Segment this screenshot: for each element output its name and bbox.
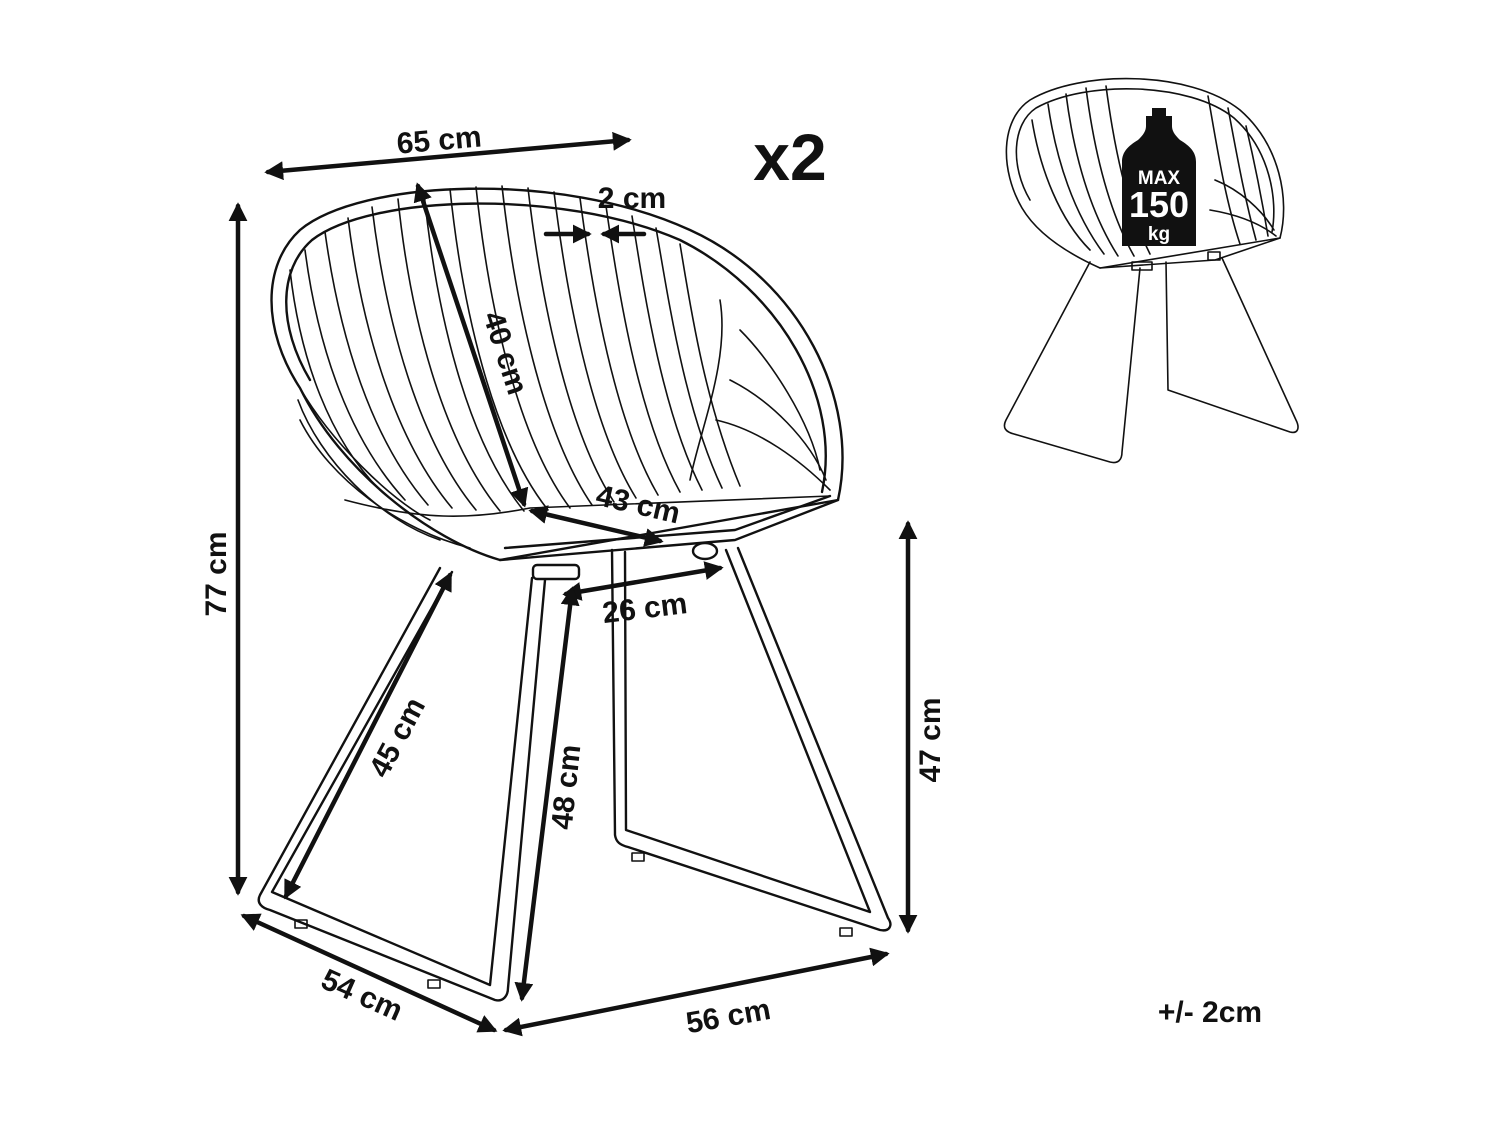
label-seat-depth: 43 cm <box>593 479 683 530</box>
label-total-height: 77 cm <box>200 531 233 616</box>
label-frame-thickness: 2 cm <box>598 182 666 215</box>
arrow-leg-back <box>514 586 580 1002</box>
label-width-top: 65 cm <box>395 120 483 160</box>
weight-icon: MAX 150 kg <box>1122 108 1196 246</box>
arrow-back-height <box>413 182 529 508</box>
arrow-width-top <box>264 131 632 181</box>
tolerance-label: +/- 2cm <box>1158 996 1262 1029</box>
arrow-width-base <box>502 947 890 1037</box>
weight-max-label: MAX <box>1138 168 1181 189</box>
label-depth-base: 54 cm <box>316 963 407 1028</box>
weight-unit-label: kg <box>1148 224 1170 245</box>
arrow-leg-front <box>283 571 453 900</box>
dimension-arrows <box>228 131 918 1037</box>
label-width-base: 56 cm <box>684 993 774 1040</box>
arrow-seat-depth <box>528 505 664 547</box>
arrow-depth-base <box>240 913 498 1033</box>
chair-small-illustration <box>1003 77 1299 464</box>
label-leg-front: 45 cm <box>363 692 432 783</box>
quantity-label: x2 <box>753 120 826 194</box>
arrow-leg-spacing <box>562 561 724 601</box>
weight-value-label: 150 <box>1129 184 1189 225</box>
label-seat-height: 47 cm <box>914 697 947 782</box>
label-leg-spacing: 26 cm <box>601 587 689 630</box>
